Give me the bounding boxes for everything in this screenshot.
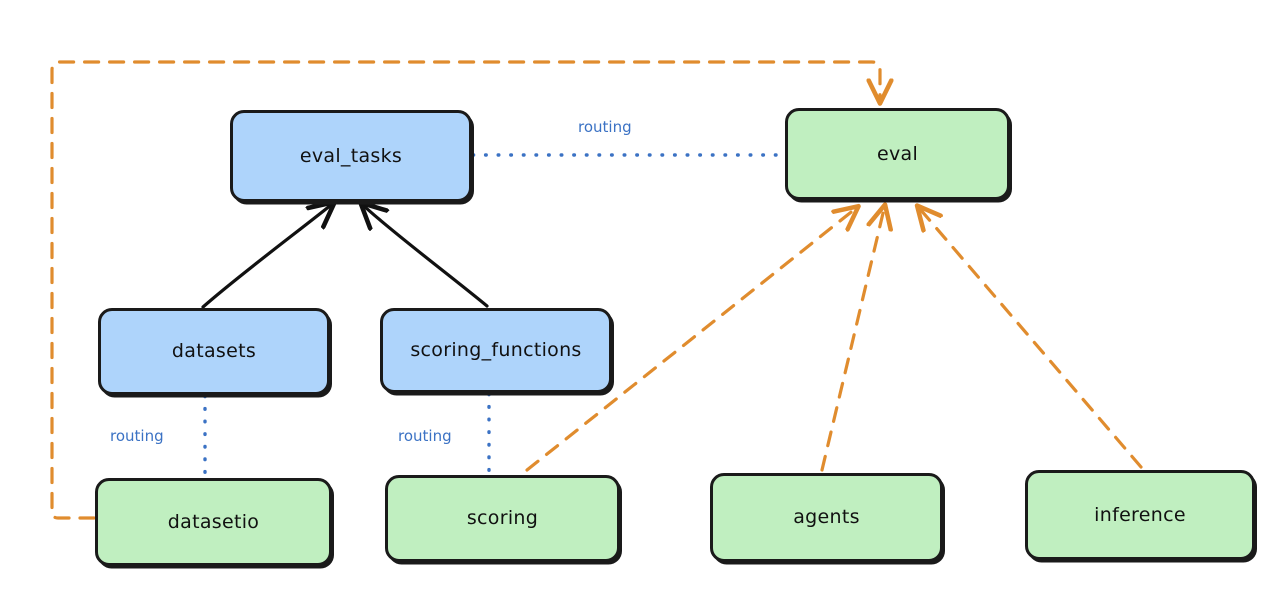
edge-label-routing-scoring-functions-scoring: routing (398, 427, 452, 445)
node-eval-tasks-label: eval_tasks (299, 144, 403, 167)
node-inference[interactable]: inference (1025, 470, 1255, 560)
node-agents[interactable]: agents (710, 473, 943, 562)
node-scoring-label: scoring (466, 507, 539, 530)
edge-label-routing-datasets-datasetio: routing (110, 427, 164, 445)
edge-datasets-to-eval_tasks (201, 205, 331, 309)
edge-inference-to-eval (920, 209, 1143, 469)
node-eval[interactable]: eval (785, 108, 1010, 200)
node-inference-label: inference (1094, 503, 1186, 526)
node-scoring[interactable]: scoring (385, 475, 620, 562)
edge-scoring-to-eval (525, 209, 855, 472)
node-datasets-label: datasets (171, 340, 257, 363)
node-scoring-functions[interactable]: scoring_functions (380, 308, 612, 393)
edge-scoring-functions-to-eval_tasks (364, 206, 489, 308)
node-datasetio-label: datasetio (167, 510, 260, 533)
node-eval-label: eval (876, 142, 919, 165)
edge-agents-to-eval (820, 209, 884, 472)
node-scoring-functions-label: scoring_functions (410, 339, 582, 362)
node-eval-tasks[interactable]: eval_tasks (230, 110, 472, 202)
node-datasetio[interactable]: datasetio (95, 478, 332, 566)
node-agents-label: agents (793, 506, 860, 529)
edge-label-routing-eval-tasks-eval: routing (578, 118, 632, 136)
edge-datasetio-to-eval (50, 60, 880, 520)
node-datasets[interactable]: datasets (98, 308, 330, 395)
